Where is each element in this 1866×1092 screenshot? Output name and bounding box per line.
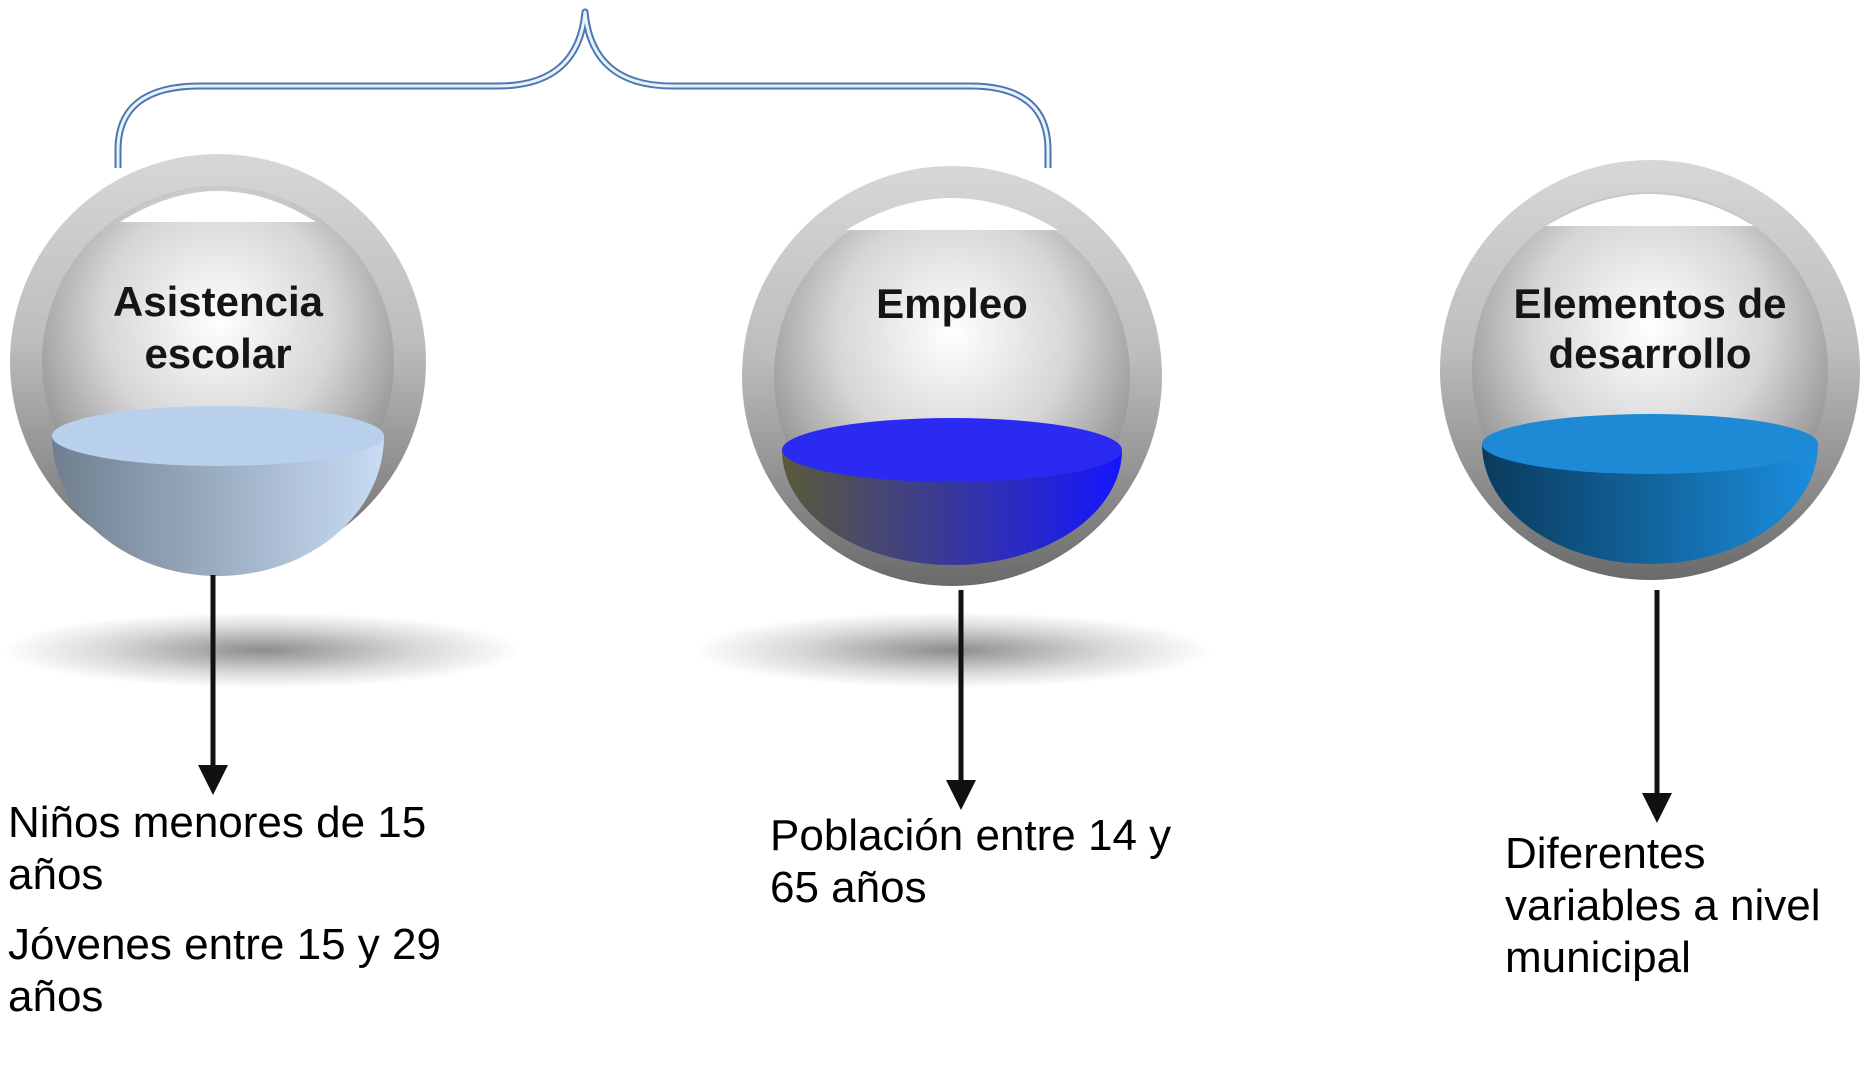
node-asistencia-escolar: Asistencia escolar [2, 154, 522, 795]
liquid-bowl [1482, 444, 1818, 564]
sphere-highlight [1546, 194, 1754, 226]
description-elementos-de-desarrollo: Diferentes variables a nivel municipal [1505, 828, 1855, 1002]
liquid-surface [782, 418, 1122, 482]
description-item: Población entre 14 y 65 años [770, 811, 1172, 912]
node-elementos-de-desarrollo: Elementos de desarrollo [1440, 160, 1860, 823]
brace-connector [114, 8, 1052, 168]
node-shadow [2, 612, 522, 688]
node-title-line-1: Elementos de [1513, 280, 1786, 327]
node-title-line-1: Asistencia [113, 278, 324, 325]
description-empleo: Población entre 14 y 65 años [770, 810, 1230, 932]
liquid-surface [52, 406, 384, 466]
node-empleo: Empleo [692, 166, 1212, 810]
sphere-highlight [120, 191, 316, 222]
description-item: Diferentes variables a nivel municipal [1505, 829, 1821, 982]
description-item: Jóvenes entre 15 y 29 años [8, 920, 441, 1021]
node-title-line-2: desarrollo [1548, 330, 1751, 377]
liquid-bowl [782, 450, 1122, 565]
node-title: Empleo [876, 280, 1028, 327]
sphere-highlight [846, 198, 1058, 230]
description-asistencia-escolar: Niños menores de 15 años Jóvenes entre 1… [8, 797, 488, 1041]
liquid-bowl [52, 436, 384, 576]
node-title-line-2: escolar [144, 330, 291, 377]
description-item: Niños menores de 15 años [8, 798, 427, 899]
node-shadow [692, 612, 1212, 688]
liquid-surface [1482, 414, 1818, 474]
